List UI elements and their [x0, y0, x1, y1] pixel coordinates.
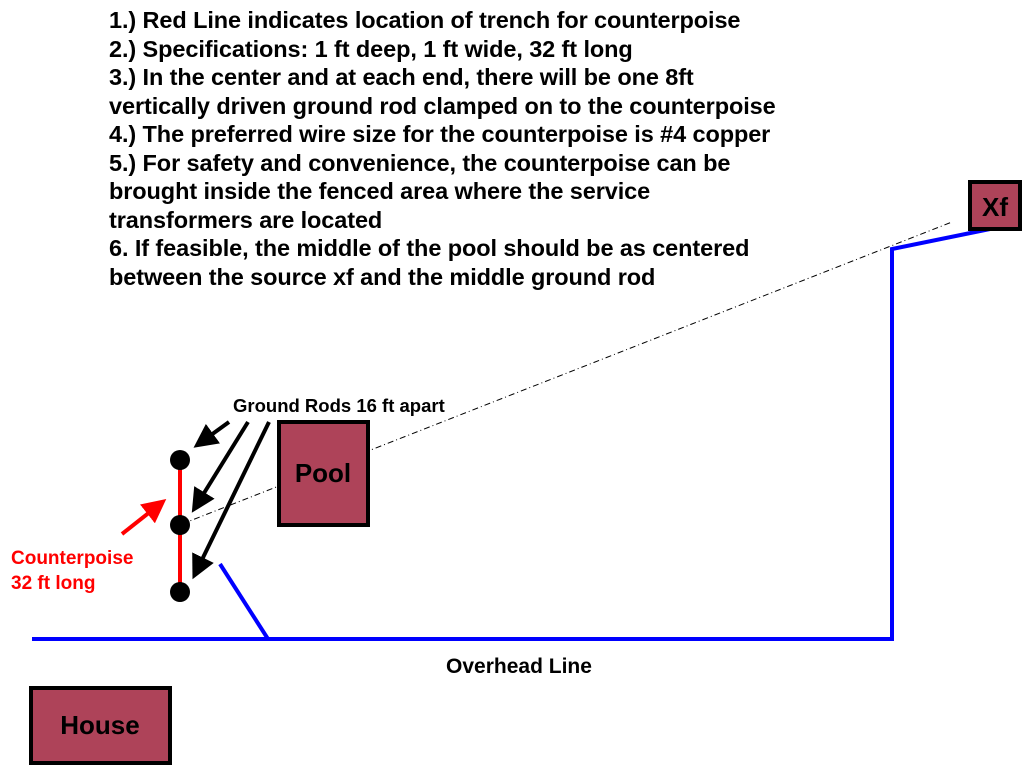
note-line: 5.) For safety and convenience, the coun… — [109, 149, 731, 176]
arrow-to-bottom-rod — [192, 421, 271, 580]
note-line: 3.) In the center and at each end, there… — [109, 64, 694, 90]
house-box — [29, 686, 172, 765]
ground-rod-middle — [170, 515, 190, 535]
house-label: House — [60, 710, 139, 740]
note-line: 1.) Red Line indicates location of trenc… — [109, 7, 741, 33]
transformer-label: Xf — [982, 192, 1008, 222]
note-line: brought inside the fenced area where the… — [109, 178, 651, 204]
ground-rods-label: Ground Rods 16 ft apart — [233, 395, 445, 416]
pool-box — [277, 420, 370, 527]
counterpoise-arrow — [120, 499, 167, 536]
service-drop-line — [218, 562, 270, 641]
note-line: between the source xf and the middle gro… — [109, 263, 656, 290]
alignment-dashdot-line — [181, 221, 953, 525]
pool-label: Pool — [295, 458, 351, 488]
overhead-line — [32, 227, 991, 641]
note-line: 4.) The preferred wire size for the coun… — [109, 121, 771, 147]
notes-list: 1.) Red Line indicates location of trenc… — [109, 6, 909, 291]
counterpoise-label: Counterpoise — [11, 548, 133, 569]
ground-rod-bottom — [170, 582, 190, 602]
counterpoise-length-label: 32 ft long — [11, 573, 95, 594]
ground-rod-top — [170, 450, 190, 470]
arrow-to-top-rod — [193, 420, 231, 448]
arrow-to-middle-rod — [191, 420, 250, 513]
note-line: 6. If feasible, the middle of the pool s… — [109, 235, 750, 261]
transformer-box — [968, 180, 1022, 231]
note-line: vertically driven ground rod clamped on … — [109, 92, 776, 119]
note-line: 2.) Specifications: 1 ft deep, 1 ft wide… — [109, 35, 633, 62]
note-line: transformers are located — [109, 206, 383, 233]
overhead-line-label: Overhead Line — [446, 655, 592, 678]
